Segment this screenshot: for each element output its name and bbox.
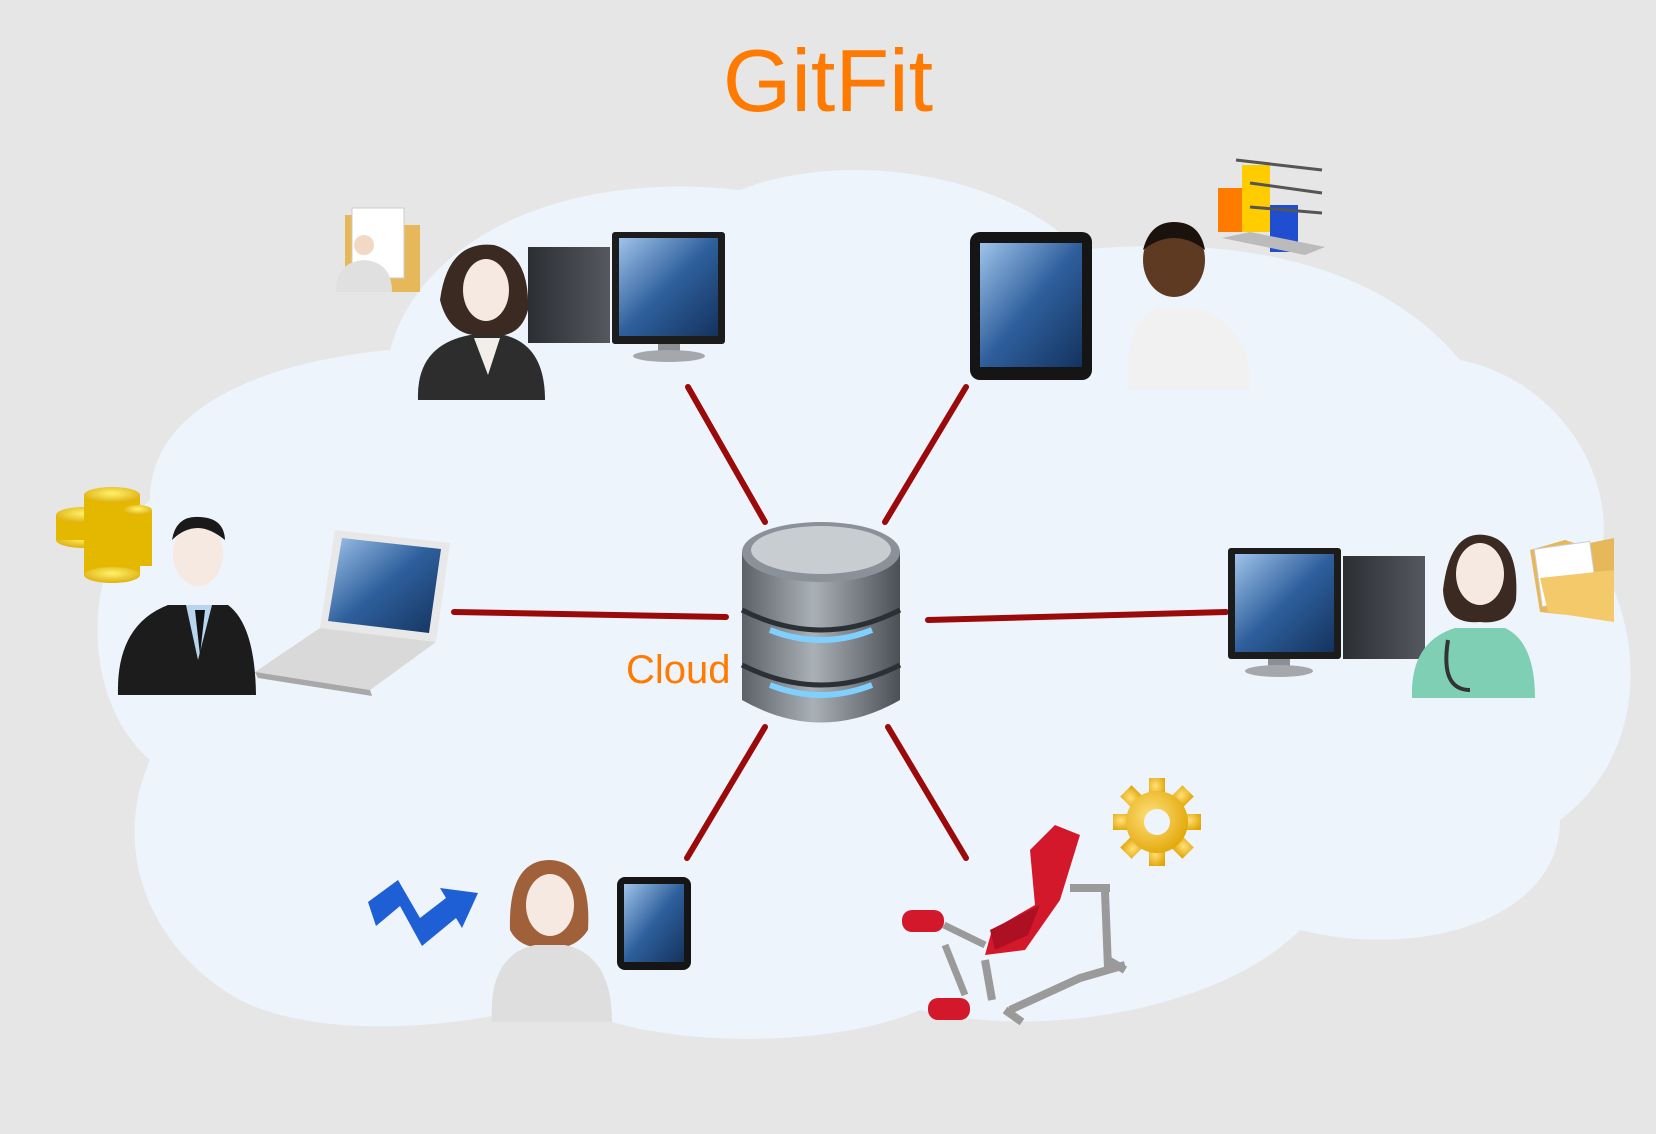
user-folder-icon [336, 207, 420, 292]
laptop-icon [255, 530, 450, 696]
diagram-title: GitFit [722, 31, 934, 130]
businessman-avatar [117, 516, 256, 695]
connectors [451, 384, 1229, 861]
businesswoman-avatar [417, 244, 545, 400]
connector-top-right [882, 384, 969, 525]
connector-mid-right [925, 609, 1229, 623]
bar-chart-icon [1218, 158, 1325, 255]
woman-avatar [491, 860, 612, 1022]
connector-top-left [685, 384, 768, 525]
cloud-label: Cloud [626, 648, 731, 692]
blue-arrow-icon [368, 880, 478, 946]
tablet-icon [970, 232, 1092, 380]
nurse-avatar [1411, 534, 1535, 698]
desktop-computer-icon [528, 232, 725, 362]
gear-icon [1113, 778, 1201, 866]
connector-bottom-right [885, 724, 969, 861]
gold-coins-icon [56, 487, 152, 583]
tablet-icon [617, 877, 691, 970]
desktop-computer-icon [1228, 548, 1425, 677]
man-avatar [1127, 222, 1251, 390]
connector-bottom-left [684, 724, 768, 861]
weight-bench-icon [902, 825, 1128, 1026]
folder-icon [1530, 538, 1614, 622]
database-icon [740, 522, 902, 723]
connector-mid-left [451, 609, 729, 620]
